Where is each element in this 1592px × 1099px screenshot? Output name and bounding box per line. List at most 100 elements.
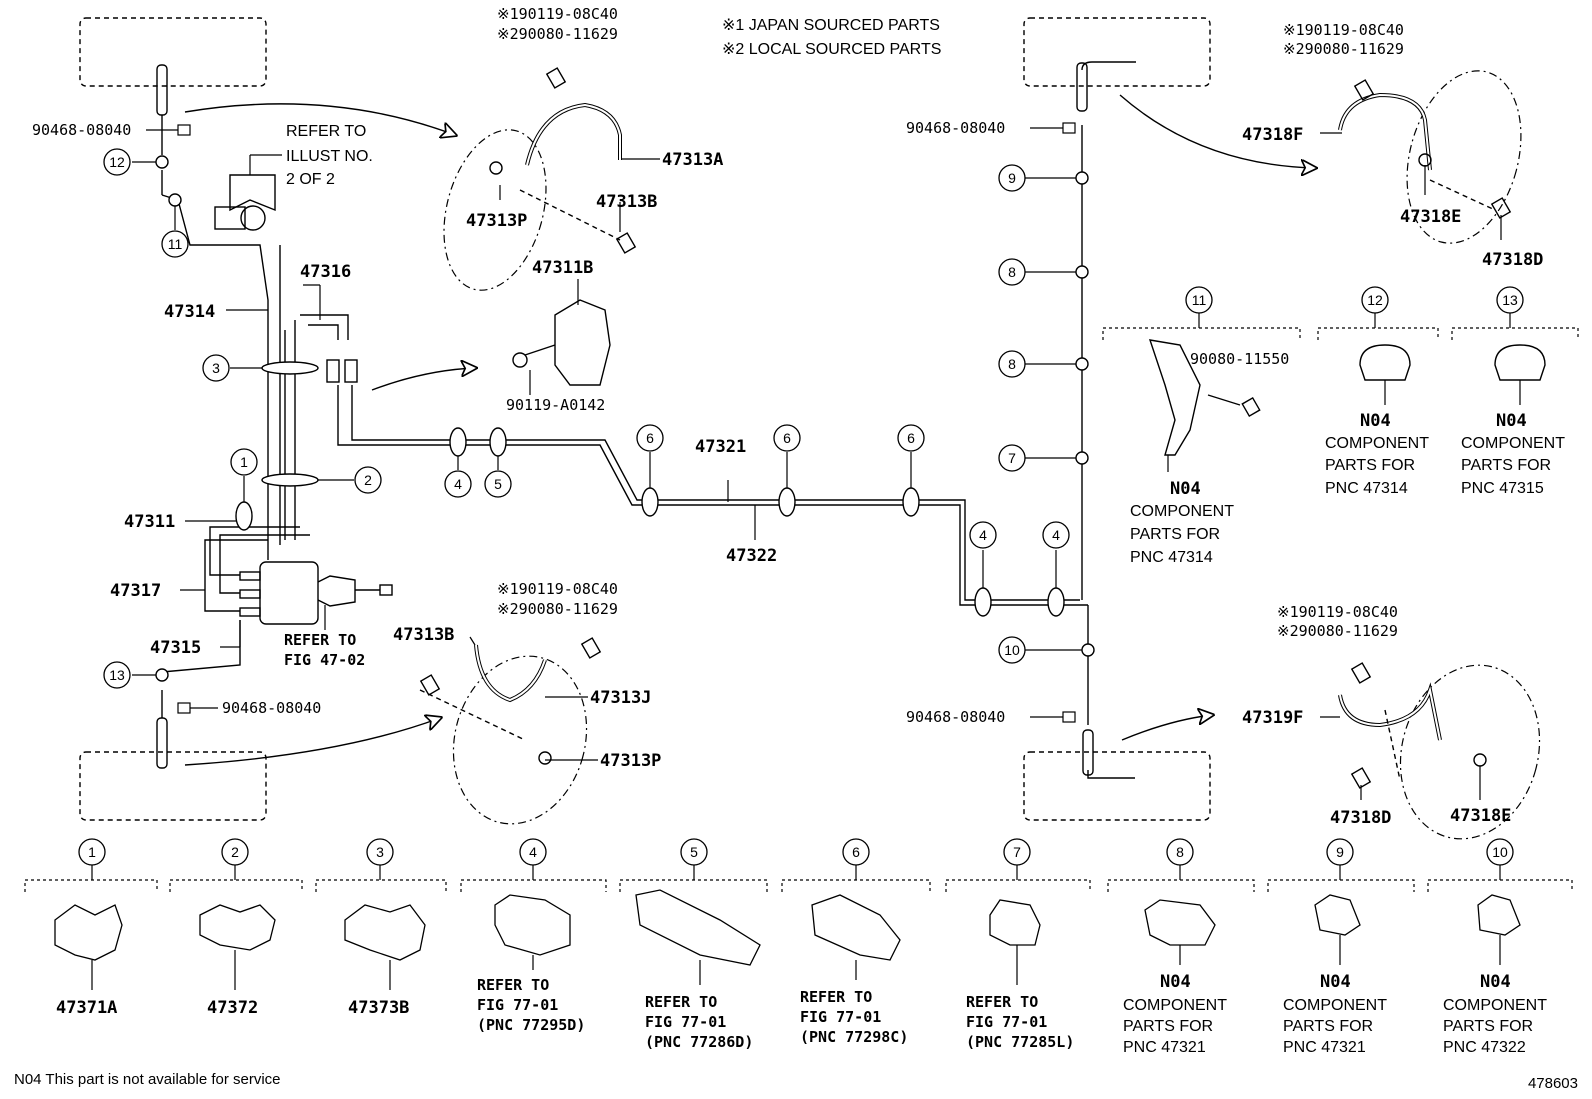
clamp-6b: [778, 487, 796, 517]
callout-9: 9: [1008, 170, 1016, 186]
refer-6-line1: REFER TO: [800, 988, 872, 1006]
refer-4-line3: (PNC 77295D): [477, 1016, 585, 1034]
clamp-6c: [902, 487, 920, 517]
comp-9-line3: PNC 47321: [1283, 1039, 1366, 1056]
pn-supplier-front-right-b: ※290080-11629: [1283, 40, 1404, 58]
refer-5-line1: REFER TO: [645, 993, 717, 1011]
refer-5-line2: FIG 77-01: [645, 1013, 726, 1031]
callout-numbers: 12 11 3 1 2 13 4 5 6 6 6 4 4 9 8 8 7 10 …: [109, 154, 1518, 683]
pn-90080: 90080-11550: [1190, 350, 1289, 368]
pn-supplier-bottom-a: ※190119-08C40: [497, 580, 618, 598]
callout-8: 8: [1008, 264, 1016, 280]
detail-ovals: [443, 70, 1541, 840]
clip-10: [1477, 894, 1521, 936]
clip-8a: [1075, 265, 1089, 279]
callout-circles: [103, 148, 1524, 689]
comp-11-line1: COMPONENT: [1130, 503, 1234, 520]
callout-4: 4: [1052, 527, 1060, 543]
comp-9-line2: PARTS FOR: [1283, 1018, 1373, 1035]
label-47313p-bottom: 47313P: [600, 751, 661, 771]
label-47318d-bottom: 47318D: [1330, 808, 1391, 828]
wheel-boxes: [79, 17, 1211, 821]
callout-12: 12: [109, 154, 125, 170]
comp-13-line3: PNC 47315: [1461, 480, 1544, 497]
callout-13: 13: [1502, 292, 1518, 308]
clamp-4c: [1047, 587, 1065, 617]
clip-9: [1314, 894, 1361, 936]
label-47315: 47315: [150, 638, 201, 658]
refer-6-line2: FIG 77-01: [800, 1008, 881, 1026]
clip-10: [1081, 643, 1095, 657]
callout-5: 5: [494, 476, 502, 492]
label-47318d-top: 47318D: [1482, 250, 1543, 270]
bottom-callout-numbers: 1 2 3 4 5 6 7 8 9 10: [88, 844, 1508, 860]
label-47311: 47311: [124, 512, 175, 532]
label-47321: 47321: [695, 437, 746, 457]
clamp-drawings: [54, 889, 1521, 966]
grommet-12: [155, 155, 169, 169]
comp-12-line2: PARTS FOR: [1325, 457, 1415, 474]
clamp-1: [235, 501, 253, 531]
pn-supplier-top-a: ※190119-08C40: [497, 5, 618, 23]
refer-7-line3: (PNC 77285L): [966, 1033, 1074, 1051]
label-47313b-top: 47313B: [596, 192, 657, 212]
bottom-callout-circles: [78, 838, 1514, 866]
label-47322: 47322: [726, 546, 777, 566]
clamp-7: [989, 899, 1041, 946]
n04-11: N04: [1170, 479, 1201, 499]
clamp-3: [261, 361, 319, 375]
hoses: [419, 67, 1546, 789]
callout-2: 2: [364, 472, 372, 488]
clamp-47372: [199, 904, 276, 951]
pn-supplier-front-right-a: ※190119-08C40: [1283, 21, 1404, 39]
footer-note: N04 This part is not available for servi…: [14, 1071, 281, 1088]
label-47317: 47317: [110, 581, 161, 601]
label-47311b: 47311B: [532, 258, 593, 278]
refer-7-line2: FIG 77-01: [966, 1013, 1047, 1031]
clamp-4: [494, 894, 571, 956]
callout-4: 4: [454, 476, 462, 492]
grommet-13: [155, 668, 169, 682]
bottom-callout-5: 5: [690, 844, 698, 860]
callout-11: 11: [1192, 292, 1207, 308]
left-lines: [156, 61, 1136, 779]
n04-9: N04: [1320, 972, 1351, 992]
wheel-front-right-box: [1023, 17, 1211, 87]
wheel-rear-right-box: [1023, 751, 1211, 821]
label-47318e-top: 47318E: [1400, 207, 1461, 227]
comp-11-line2: PARTS FOR: [1130, 526, 1220, 543]
callout-6: 6: [646, 430, 654, 446]
refer-7-line1: REFER TO: [966, 993, 1038, 1011]
n04-8: N04: [1160, 972, 1191, 992]
comp-13-line2: PARTS FOR: [1461, 457, 1551, 474]
label-47313b-bottom: 47313B: [393, 625, 454, 645]
component-brackets-bottom: [24, 879, 1573, 892]
proportioning-valve: [259, 561, 319, 625]
wheel-rear-left-box: [79, 751, 267, 821]
leaders: [132, 122, 1521, 800]
bottom-callout-9: 9: [1336, 844, 1344, 860]
label-47316: 47316: [300, 262, 351, 282]
callout-3: 3: [212, 360, 220, 376]
comp-12-line3: PNC 47314: [1325, 480, 1408, 497]
figure-id: 478603: [1528, 1075, 1578, 1092]
refer-fig4702-line2: FIG 47-02: [284, 651, 365, 669]
wheel-front-left-box: [79, 17, 267, 87]
callout-13: 13: [109, 667, 125, 683]
bottom-callout-2: 2: [231, 844, 239, 860]
bottom-callout-1: 1: [88, 844, 96, 860]
clamp-6: [811, 894, 901, 961]
label-47371a: 47371A: [56, 998, 117, 1018]
pn-90468-front-left: 90468-08040: [32, 121, 131, 139]
label-47313a: 47313A: [662, 150, 723, 170]
n04-13: N04: [1496, 411, 1527, 431]
comp-10-line1: COMPONENT: [1443, 997, 1547, 1014]
pn-supplier-rear-right-a: ※190119-08C40: [1277, 603, 1398, 621]
clamp-6a: [641, 487, 659, 517]
comp-10-line3: PNC 47322: [1443, 1039, 1526, 1056]
label-47372: 47372: [207, 998, 258, 1018]
component-bracket-ticks-top: [1198, 313, 1511, 328]
comp-10-line2: PARTS FOR: [1443, 1018, 1533, 1035]
label-47318e-bottom: 47318E: [1450, 806, 1511, 826]
